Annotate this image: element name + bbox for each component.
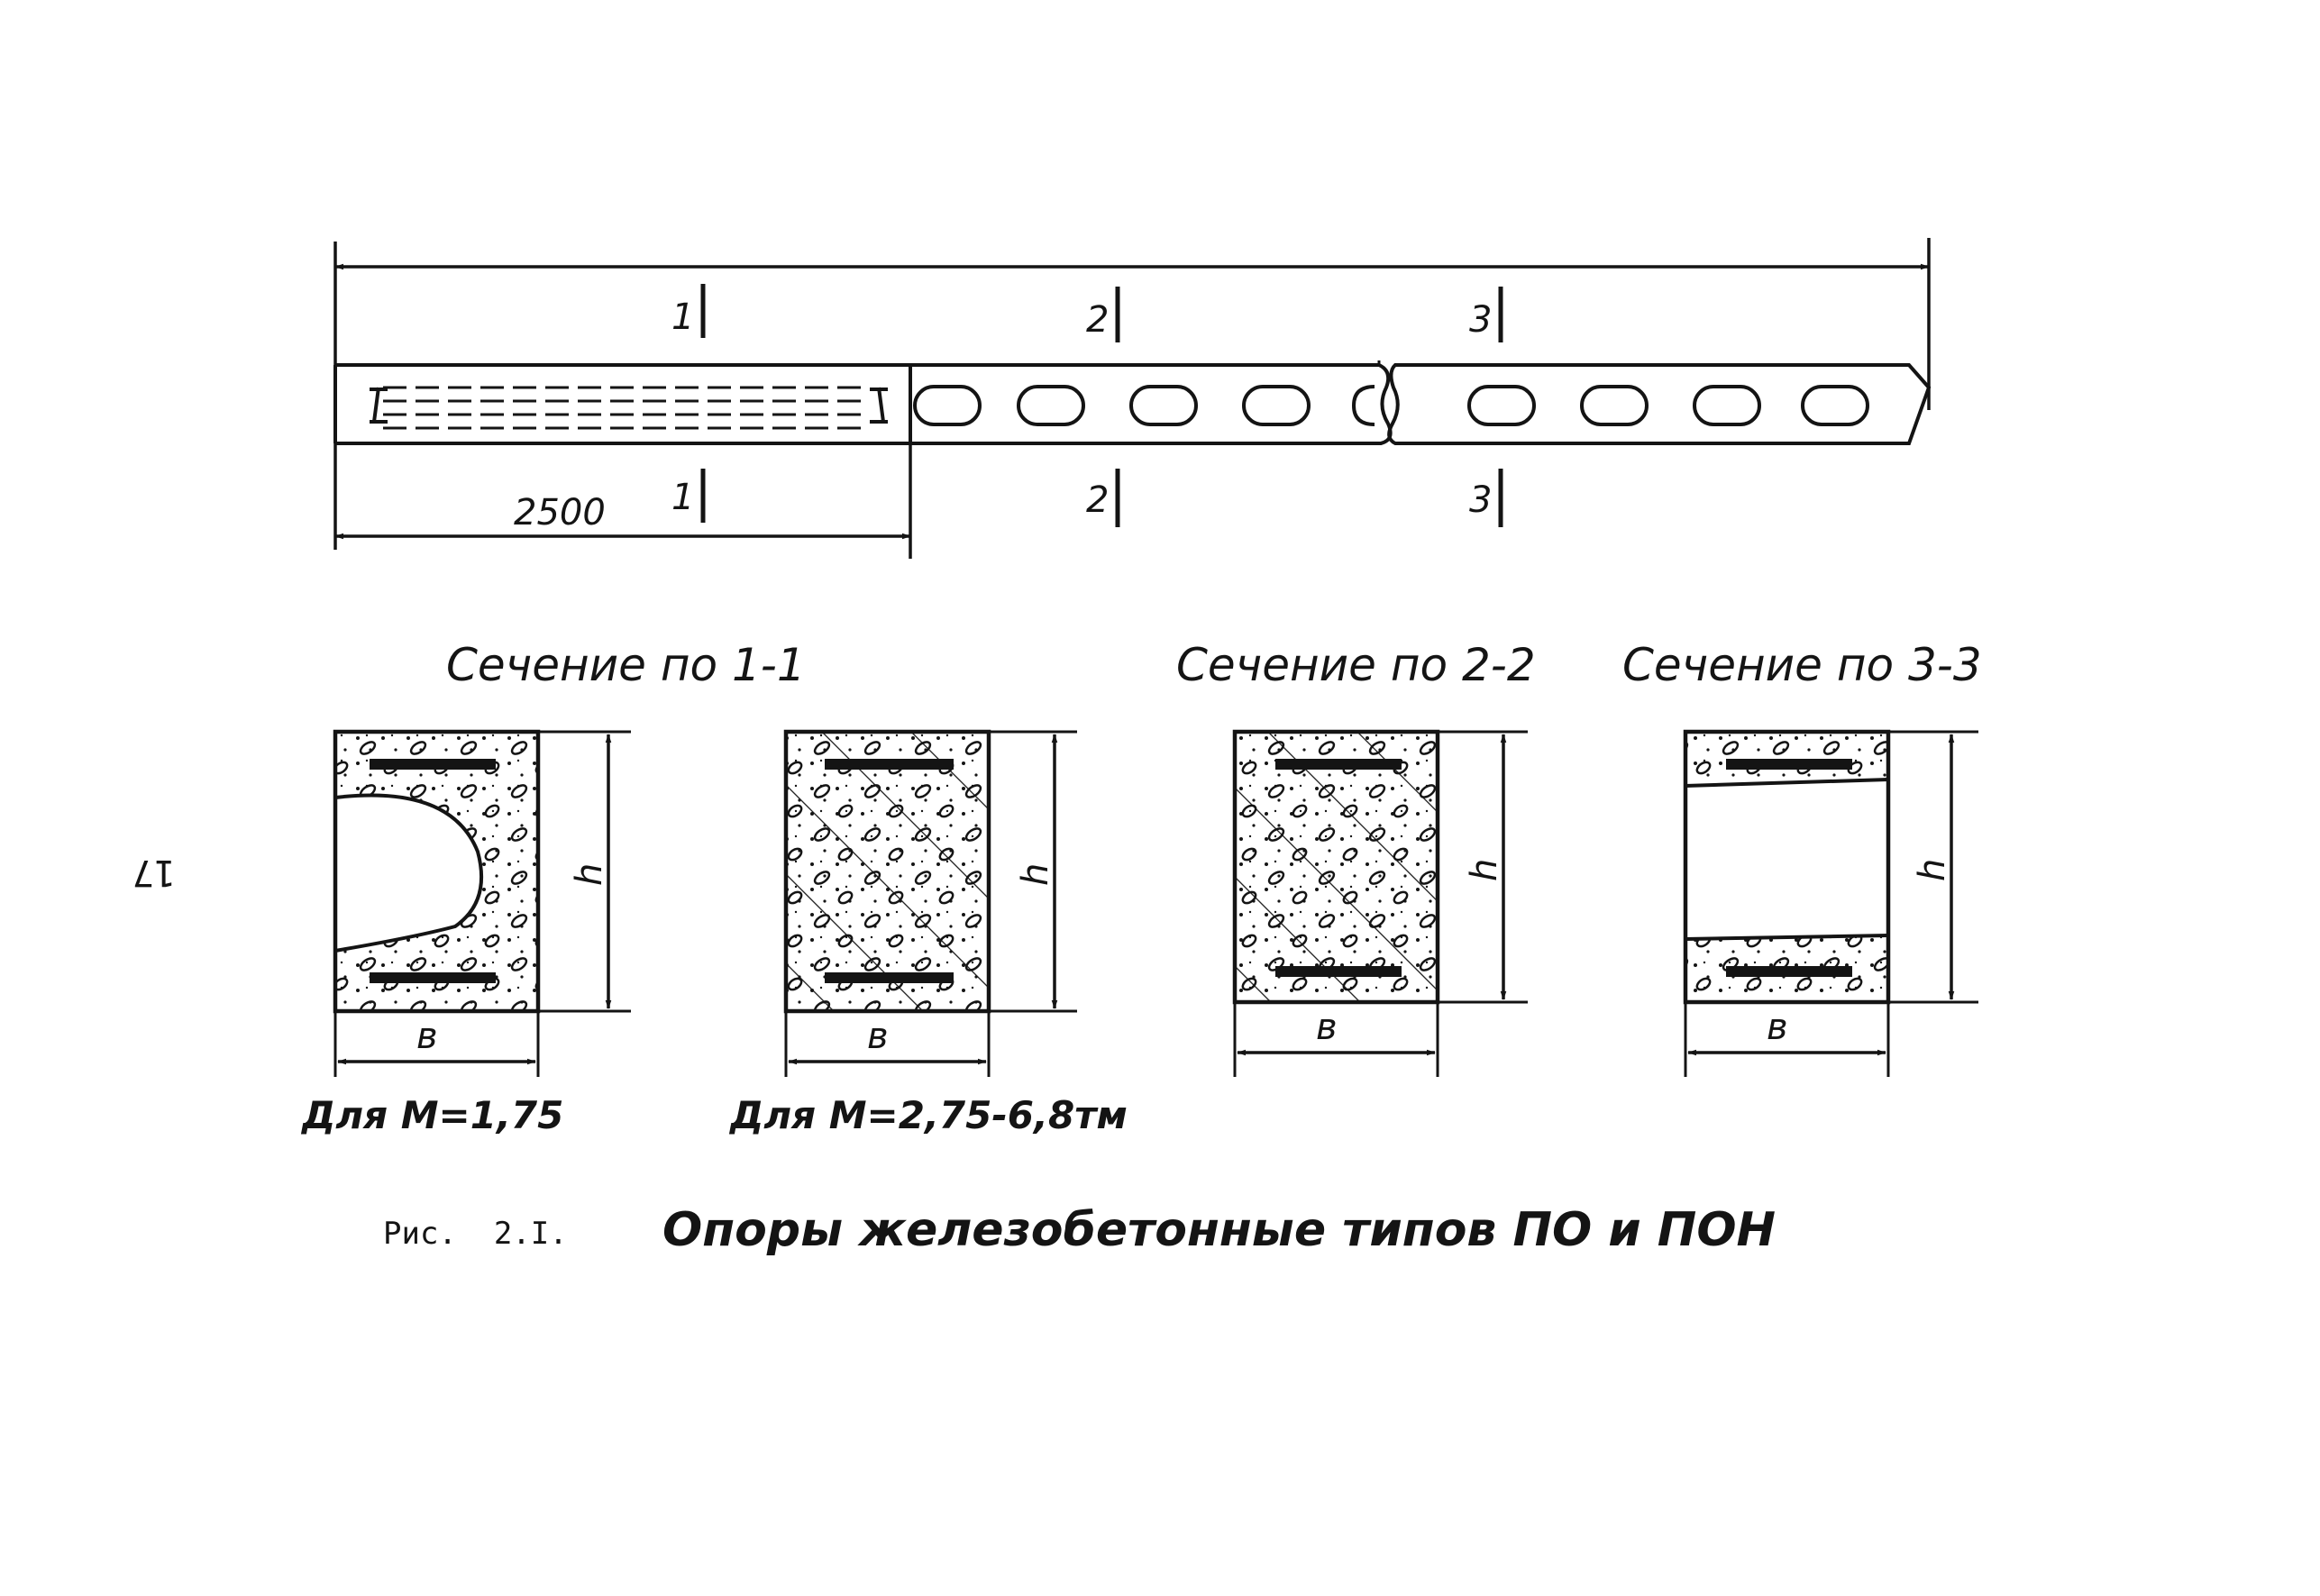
section-3-drawing [1683, 729, 1978, 1077]
pole-reinforcement-dashes [383, 386, 870, 430]
section-solid-drawing [783, 729, 1077, 1077]
section-solid-height-label: h [1015, 863, 1056, 886]
section-1-title: Сечение по 1-1 [446, 639, 806, 691]
section-mark-3-bottom: 3 [1469, 479, 1492, 521]
section-3-width-label: в [1767, 1007, 1788, 1048]
figure-caption: Опоры железобетонные типов ПО и ПОН [662, 1203, 1776, 1257]
page-number: 17 [132, 852, 176, 893]
section-1-void [333, 793, 484, 953]
section-1-height-label: h [569, 863, 610, 886]
section-2-width-label: в [1316, 1007, 1338, 1048]
section-1-note: Для М=1,75 [300, 1093, 563, 1137]
section-mark-1-bottom: 1 [671, 477, 694, 518]
section-solid-width-label: в [867, 1016, 889, 1057]
section-2-title: Сечение по 2-2 [1176, 639, 1536, 691]
pole-hollow-outline [909, 363, 1393, 445]
section-1-width-label: в [416, 1016, 438, 1057]
section-solid-note: Для М=2,75-6,8тм [728, 1093, 1128, 1137]
section-3-height-label: h [1912, 859, 1953, 881]
section-cut-marks [700, 284, 1503, 527]
section-mark-2-top: 2 [1086, 299, 1109, 341]
pole-tip-outline [1387, 363, 1932, 445]
figure-number: Рис. 2.I. [383, 1216, 568, 1252]
section-3-title: Сечение по 3-3 [1622, 639, 1982, 691]
section-2-height-label: h [1464, 859, 1505, 881]
section-mark-1-top: 1 [671, 296, 694, 338]
solid-length-label: 2500 [514, 492, 606, 534]
section-mark-3-top: 3 [1469, 299, 1492, 341]
pole-void-ovals [913, 385, 1869, 426]
pole-elevation [333, 238, 1932, 559]
pole-solid-part [333, 363, 910, 445]
pole-rebar-ends [370, 387, 888, 424]
section-1-drawing [333, 729, 631, 1077]
section-mark-2-bottom: 2 [1086, 479, 1109, 521]
section-2-drawing [1232, 729, 1528, 1077]
